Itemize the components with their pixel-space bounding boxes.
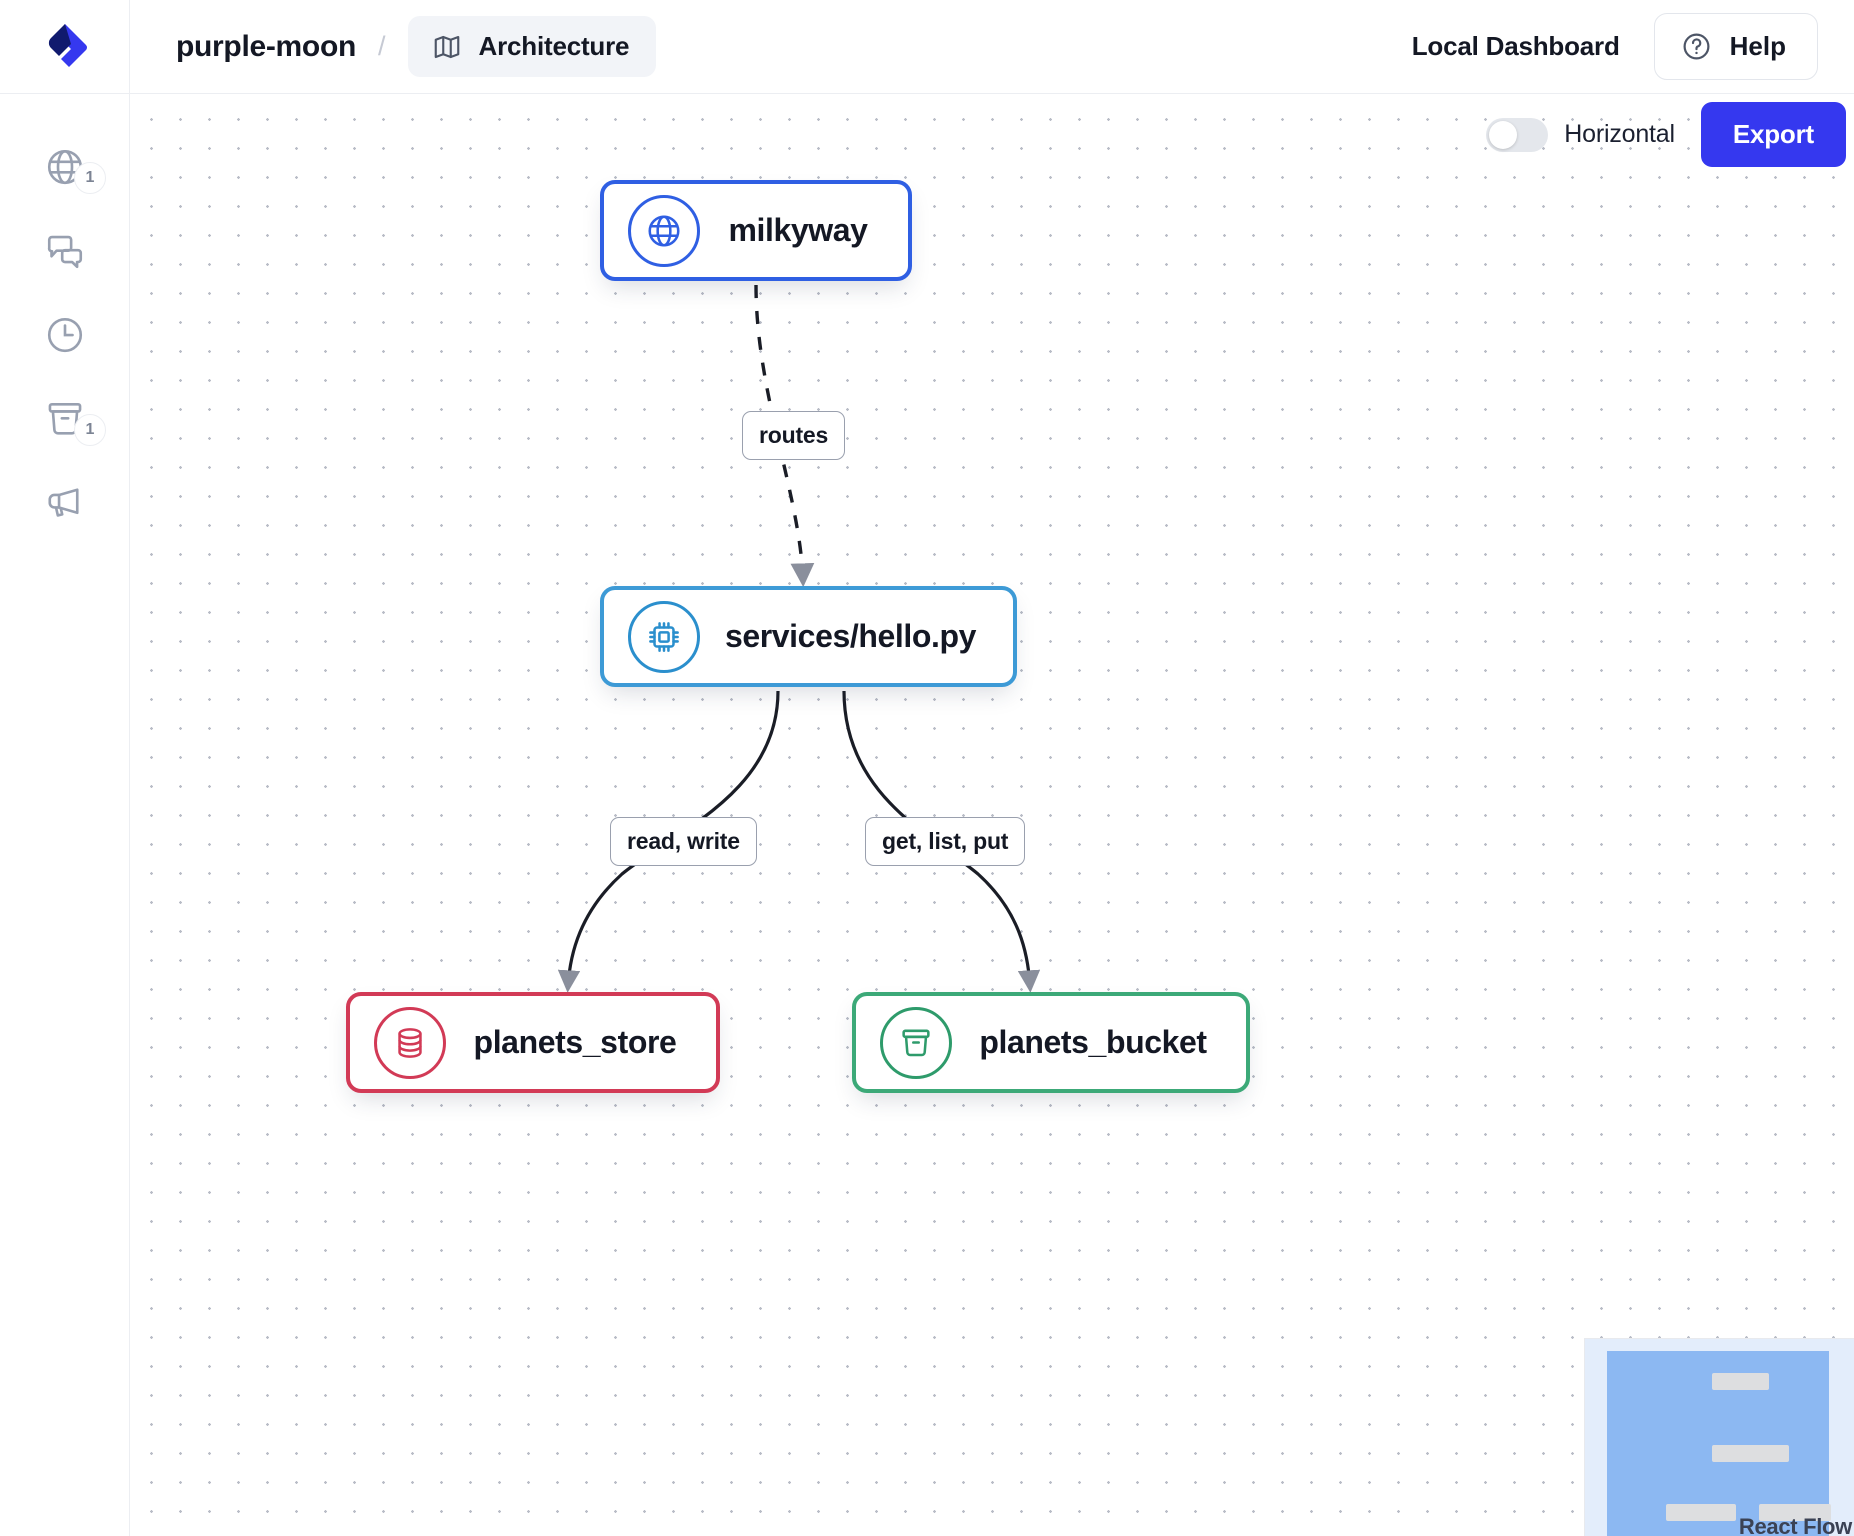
clock-icon xyxy=(47,317,83,353)
sidebar-badge-bucket: 1 xyxy=(74,414,106,446)
node-planets-bucket[interactable]: planets_bucket xyxy=(852,992,1250,1093)
node-services-label: services/hello.py xyxy=(724,618,977,654)
local-dashboard-label: Local Dashboard xyxy=(1411,31,1620,61)
globe-icon xyxy=(648,214,680,247)
edge-label-get-list-put[interactable]: get, list, put xyxy=(865,817,1026,866)
help-button-label: Help xyxy=(1729,31,1786,61)
sidebar-item-chat[interactable] xyxy=(0,216,130,286)
breadcrumb: purple-moon / Architecture xyxy=(176,16,657,77)
node-milkyway[interactable]: milkyway xyxy=(600,180,912,281)
canvas-controls: Horizontal Export xyxy=(1486,102,1846,167)
minimap-node xyxy=(1759,1504,1831,1521)
node-service-icon-wrap xyxy=(604,600,706,673)
megaphone-icon xyxy=(48,488,79,517)
react-flow-attribution[interactable]: React Flow xyxy=(1738,1514,1852,1536)
node-icon-circle xyxy=(880,1006,952,1079)
database-icon xyxy=(398,1027,422,1058)
orientation-toggle[interactable] xyxy=(1486,117,1549,152)
top-bar: purple-moon / Architecture Local Dashboa… xyxy=(0,0,1854,94)
graph-edges xyxy=(557,284,1041,993)
sidebar: 1 1 xyxy=(0,94,130,1536)
export-button[interactable]: Export xyxy=(1700,102,1846,167)
node-icon-circle xyxy=(374,1006,446,1079)
question-circle-icon xyxy=(1683,33,1710,60)
sidebar-badge-globe: 1 xyxy=(74,162,106,194)
page-title: purple-moon xyxy=(176,29,357,63)
node-store-icon-wrap xyxy=(350,1006,452,1079)
minimap-node xyxy=(1712,1445,1789,1462)
map-icon xyxy=(434,35,459,58)
edge-label-routes[interactable]: routes xyxy=(742,411,846,460)
node-bucket-icon-wrap xyxy=(856,1006,958,1079)
tab-architecture-label: Architecture xyxy=(478,31,630,61)
minimap-node xyxy=(1666,1504,1736,1521)
node-icon-circle xyxy=(628,194,700,267)
minimap-node xyxy=(1712,1373,1769,1390)
tab-architecture[interactable]: Architecture xyxy=(407,16,657,77)
toggle-knob xyxy=(1489,120,1518,149)
node-services-hello-py[interactable]: services/hello.py xyxy=(600,586,1017,687)
help-button[interactable]: Help xyxy=(1653,13,1818,80)
chat-bubbles-icon xyxy=(47,235,83,269)
node-milkyway-label: milkyway xyxy=(728,212,868,248)
node-bucket-label: planets_bucket xyxy=(979,1024,1207,1060)
node-milkyway-icon-wrap xyxy=(604,194,706,267)
app-logo-icon xyxy=(48,23,87,67)
sidebar-item-announcements[interactable] xyxy=(0,468,130,538)
bucket-icon xyxy=(902,1029,930,1056)
chip-icon xyxy=(649,621,679,652)
node-icon-circle xyxy=(628,600,700,673)
top-bar-right: Local Dashboard Help xyxy=(1412,13,1854,80)
node-store-label: planets_store xyxy=(473,1024,677,1060)
sidebar-item-bucket[interactable]: 1 xyxy=(0,384,130,454)
sidebar-item-clock[interactable] xyxy=(0,300,130,370)
orientation-toggle-label: Horizontal xyxy=(1564,120,1675,148)
sidebar-item-globe[interactable]: 1 xyxy=(0,132,130,202)
node-planets-store[interactable]: planets_store xyxy=(346,992,720,1093)
logo-slot[interactable] xyxy=(0,0,130,94)
breadcrumb-separator: / xyxy=(378,31,386,61)
minimap[interactable] xyxy=(1584,1338,1854,1536)
edge-label-read-write[interactable]: read, write xyxy=(610,817,757,866)
architecture-canvas[interactable]: Horizontal Export routes read, write get… xyxy=(130,94,1854,1536)
